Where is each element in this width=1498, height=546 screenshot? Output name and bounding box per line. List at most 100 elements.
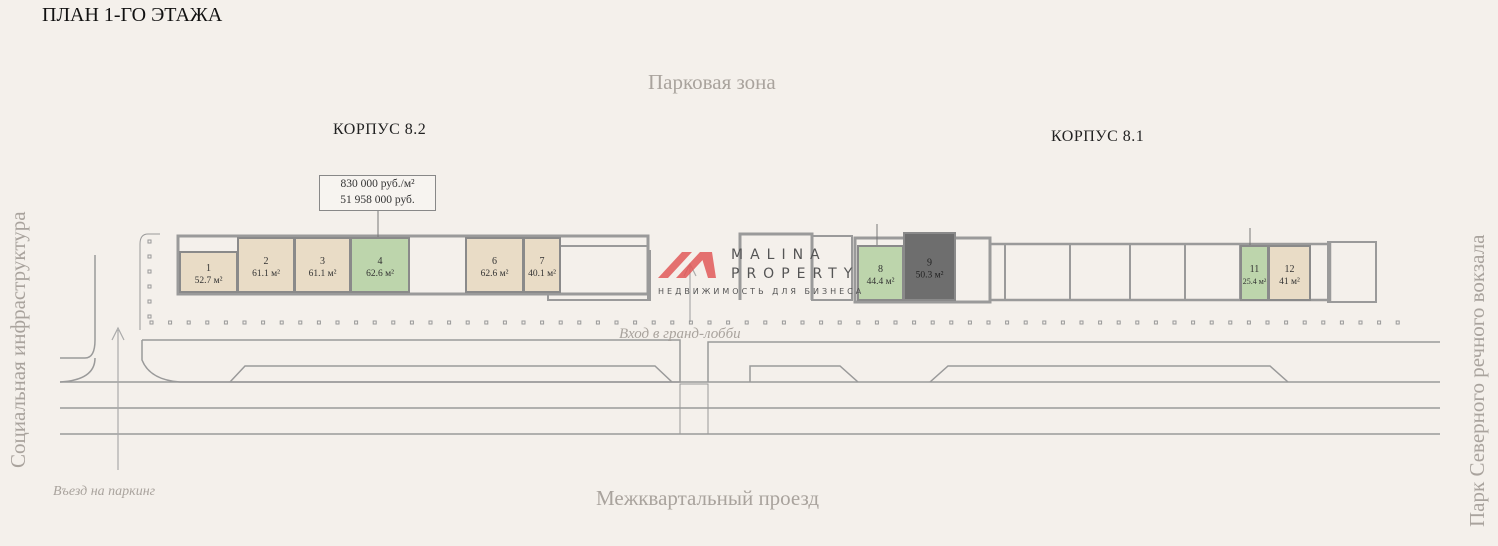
column-marker xyxy=(279,320,284,325)
park-station-label: Парк Северного речного вокзала xyxy=(1465,234,1489,527)
unit-number-label: 1 xyxy=(206,263,211,274)
unit-area-shape[interactable] xyxy=(903,232,956,301)
column-marker xyxy=(205,320,210,325)
column-marker xyxy=(484,320,489,325)
column-marker xyxy=(502,320,507,325)
column-marker xyxy=(1005,320,1010,325)
column-marker xyxy=(1172,320,1177,325)
column-marker xyxy=(1302,320,1307,325)
unit-9[interactable]: 9 50.3 м² xyxy=(903,232,956,301)
column-marker xyxy=(1060,320,1065,325)
unit-number-label: 11 xyxy=(1250,264,1260,275)
unit-7[interactable]: 740.1 м² xyxy=(523,237,561,293)
column-marker xyxy=(147,284,152,289)
column-marker xyxy=(1339,320,1344,325)
unit-number-label: 6 xyxy=(492,256,497,267)
park-zone-label: Парковая зона xyxy=(648,70,776,94)
unit-area-shape[interactable] xyxy=(179,251,238,293)
unit-area-shape[interactable] xyxy=(465,237,524,293)
column-marker xyxy=(874,320,879,325)
column-marker xyxy=(1098,320,1103,325)
logo-line2: PROPERTY xyxy=(731,266,860,282)
unit-number-label: 9 xyxy=(927,258,932,269)
column-marker xyxy=(744,320,749,325)
unit-2[interactable]: 2 61.1 м² xyxy=(237,237,295,293)
column-marker xyxy=(577,320,582,325)
column-marker xyxy=(595,320,600,325)
column-marker xyxy=(856,320,861,325)
column-marker xyxy=(1079,320,1084,325)
unit-area-label: 50.3 м² xyxy=(916,271,944,281)
column-marker xyxy=(261,320,266,325)
column-marker xyxy=(967,320,972,325)
column-marker xyxy=(147,269,152,274)
column-marker xyxy=(800,320,805,325)
column-marker xyxy=(1228,320,1233,325)
unit-area-shape[interactable] xyxy=(294,237,351,293)
column-marker xyxy=(633,320,638,325)
column-marker xyxy=(316,320,321,325)
column-marker xyxy=(1265,320,1270,325)
unit-3[interactable]: 3 61.1 м² xyxy=(294,237,351,293)
unit-area-shape[interactable] xyxy=(857,245,904,301)
column-marker xyxy=(1284,320,1289,325)
unit-1[interactable]: 1 52.7 м² xyxy=(179,251,238,293)
column-marker xyxy=(1321,320,1326,325)
page-title: ПЛАН 1-ГО ЭТАЖА xyxy=(42,4,223,26)
unit-area-label: 41 м² xyxy=(1279,277,1300,287)
column-marker xyxy=(1135,320,1140,325)
column-marker xyxy=(763,320,768,325)
logo-tagline: НЕДВИЖИМОСТЬ ДЛЯ БИЗНЕСА xyxy=(658,287,865,296)
unit-area-label: 44.4 м² xyxy=(867,277,895,287)
column-marker xyxy=(147,239,152,244)
unit-area-shape[interactable] xyxy=(1268,245,1311,301)
road-label: Межквартальный проезд xyxy=(596,486,820,510)
unit-area-label: 52.7 м² xyxy=(195,276,223,286)
unit-number-label: 2 xyxy=(264,256,269,267)
column-marker xyxy=(335,320,340,325)
column-marker xyxy=(1377,320,1382,325)
unit-area-label: 62.6 м² xyxy=(366,269,394,279)
unit-number-label: 8 xyxy=(878,264,883,275)
unit-6[interactable]: 6 62.6 м² xyxy=(465,237,524,293)
unit-8[interactable]: 8 44.4 м² xyxy=(857,245,904,301)
malina-logo-icon xyxy=(658,252,716,278)
column-marker xyxy=(912,320,917,325)
unit-area-shape[interactable] xyxy=(523,237,561,293)
column-marker xyxy=(354,320,359,325)
column-marker xyxy=(391,320,396,325)
price-total: 51 958 000 руб. xyxy=(340,194,415,206)
unit-area-label: 61.1 м² xyxy=(252,269,280,279)
unit-area-label: 61.1 м² xyxy=(309,269,337,279)
column-marker xyxy=(1246,320,1251,325)
building-81-label: КОРПУС 8.1 xyxy=(1051,128,1145,145)
unit-4[interactable]: 462.6 м² xyxy=(350,237,410,293)
column-marker xyxy=(1395,320,1400,325)
column-marker xyxy=(726,320,731,325)
column-marker xyxy=(1209,320,1214,325)
column-marker xyxy=(837,320,842,325)
column-marker xyxy=(168,320,173,325)
column-marker xyxy=(670,320,675,325)
column-marker xyxy=(1042,320,1047,325)
column-marker xyxy=(409,320,414,325)
column-marker xyxy=(781,320,786,325)
unit-number-label: 3 xyxy=(320,256,325,267)
column-marker xyxy=(147,314,152,319)
column-marker xyxy=(1191,320,1196,325)
column-marker xyxy=(186,320,191,325)
column-marker xyxy=(540,320,545,325)
column-marker xyxy=(298,320,303,325)
unit-area-shape[interactable] xyxy=(350,237,410,293)
column-marker xyxy=(147,299,152,304)
unit-area-label: 62.6 м² xyxy=(481,269,509,279)
column-marker xyxy=(707,320,712,325)
column-marker xyxy=(688,320,693,325)
parking-entrance-label: Въезд на паркинг xyxy=(53,484,156,499)
column-marker xyxy=(949,320,954,325)
column-marker xyxy=(1358,320,1363,325)
column-marker xyxy=(465,320,470,325)
